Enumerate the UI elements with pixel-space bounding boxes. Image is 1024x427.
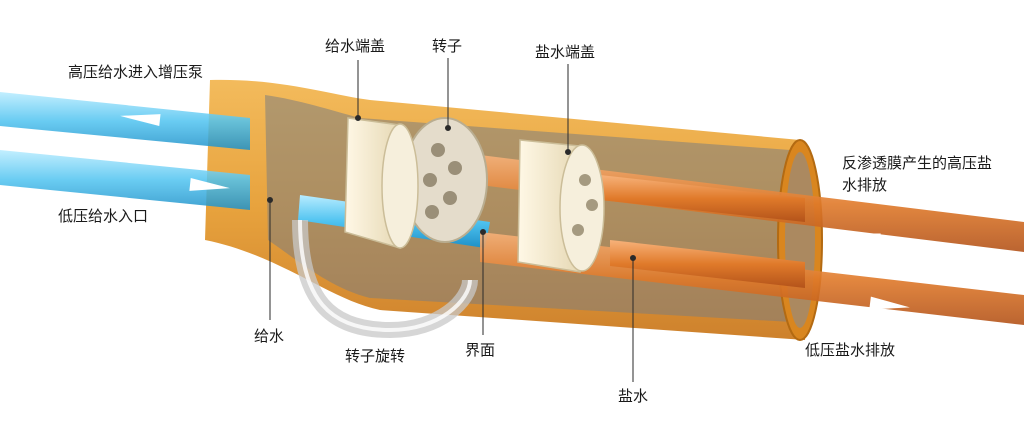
- arrow-left-icon: [120, 114, 161, 127]
- label-brine-end-cap: 盐水端盖: [535, 43, 596, 61]
- label-hp-feed-in: 高压给水进入增压泵: [68, 63, 204, 81]
- label-feed-water: 给水: [254, 327, 285, 345]
- brine-tubes: [480, 155, 1024, 325]
- leader-lines: [267, 58, 636, 382]
- label-interface: 界面: [465, 341, 496, 359]
- label-brine: 盐水: [618, 387, 649, 405]
- label-ro-hp-brine: 反渗透膜产生的高压盐水排放: [842, 154, 993, 194]
- label-rotor: 转子: [432, 37, 463, 55]
- feed-end-cap: [344, 117, 419, 249]
- label-rotor-rotation: 转子旋转: [345, 347, 406, 365]
- arrow-left-icon: [840, 233, 881, 248]
- label-lp-brine-out: 低压盐水排放: [805, 341, 896, 359]
- rotor: [402, 117, 488, 243]
- label-feed-end-cap: 给水端盖: [325, 37, 386, 55]
- brine-end-cap: [517, 139, 605, 273]
- rotation-ring: [292, 219, 478, 339]
- label-lp-feed-inlet: 低压给水入口: [58, 207, 149, 225]
- arrow-right-icon: [189, 177, 230, 191]
- arrow-right-icon: [869, 296, 910, 310]
